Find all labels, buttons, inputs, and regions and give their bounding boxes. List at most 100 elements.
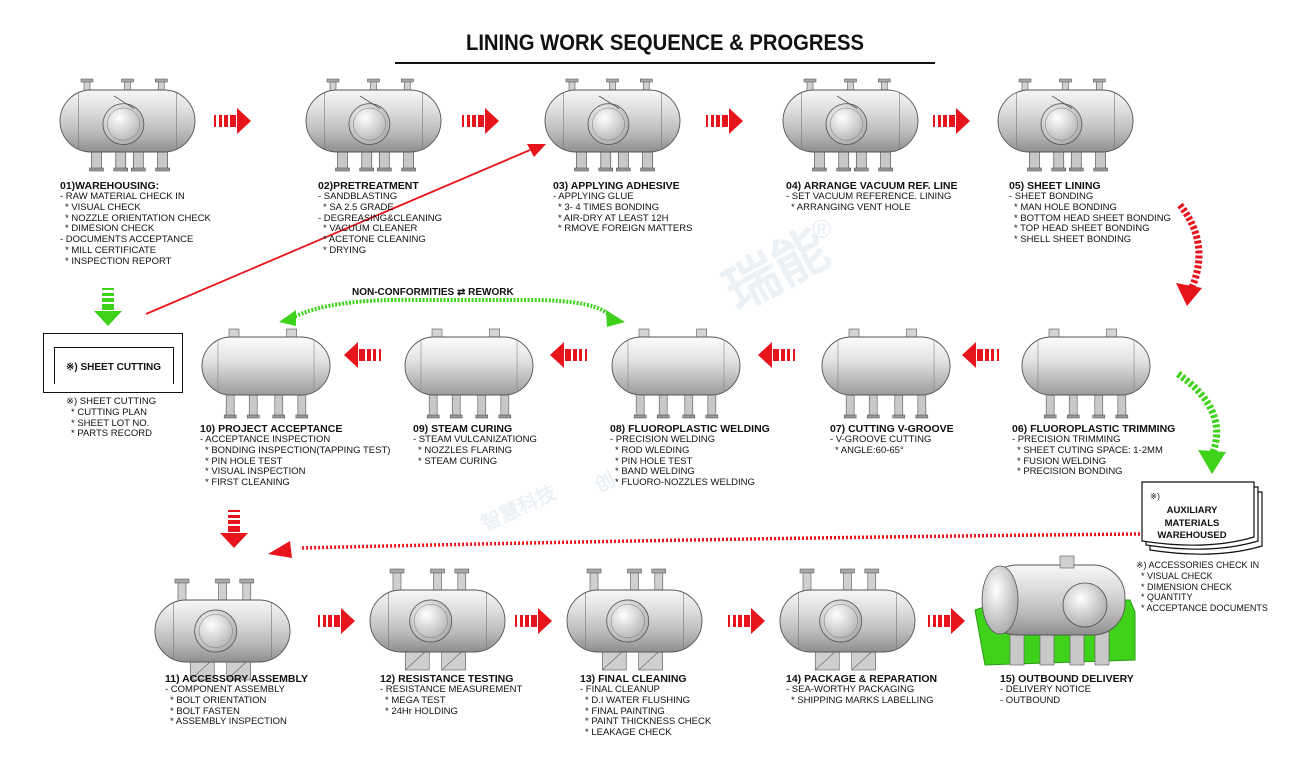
- step-08-line-4: * BAND WELDING: [615, 466, 695, 478]
- step-12-text: 12) RESISTANCE TESTING- RESISTANCE MEASU…: [380, 673, 522, 717]
- step-06-line-4: * PRECISION BONDING: [1017, 466, 1123, 478]
- step-09-line-3: * STEAM CURING: [418, 455, 498, 467]
- arrow-10-to-11: [220, 510, 248, 548]
- auxiliary-sheets: [1141, 481, 1263, 555]
- step-08-line-1: - PRECISION WELDING: [610, 434, 716, 445]
- step-06-line-2: * SHEET CUTING SPACE: 1-2MM: [1017, 444, 1163, 456]
- step-09-line-2: * NOZZLES FLARING: [418, 444, 512, 456]
- step-06-line-1: - PRECISION TRIMMING: [1012, 434, 1121, 445]
- step-13-text: 13) FINAL CLEANING- FINAL CLEANUP* D.I W…: [580, 673, 711, 739]
- step-05-line-3: * BOTTOM HEAD SHEET BONDING: [1014, 212, 1171, 224]
- step-13-line-3: * FINAL PAINTING: [585, 705, 665, 717]
- sheet_cutting-line-2: * CUTTING PLAN: [71, 406, 148, 418]
- step-06-text: 06) FLUOROPLASTIC TRIMMING- PRECISION TR…: [1012, 423, 1175, 478]
- arrow-02-to-03: [462, 108, 499, 134]
- auxiliary-label-line-3: WAREHOUSED: [1157, 530, 1227, 541]
- step-05-line-2: * MAN HOLE BONDING: [1014, 201, 1117, 213]
- step-04-title: 04) ARRANGE VACUUM REF. LINE: [786, 180, 958, 192]
- auxiliary-label-line-1: AUXILIARY: [1166, 505, 1218, 516]
- step-07-text: 07) CUTTING V-GROOVE- V-GROOVE CUTTING* …: [830, 423, 954, 457]
- page-title: LINING WORK SEQUENCE & PROGRESS: [465, 30, 865, 55]
- step-10-line-1: - ACCEPTANCE INSPECTION: [200, 434, 331, 445]
- step-01-line-7: * INSPECTION REPORT: [65, 255, 172, 267]
- step-01-line-4: * DIMESION CHECK: [65, 223, 155, 235]
- step-05-text: 05) SHEET LINING- SHEET BONDING* MAN HOL…: [1009, 180, 1171, 246]
- sheet-cutting-label: ※) SHEET CUTTING: [66, 362, 162, 373]
- step-02-line-2: * SA 2.5 GRADE: [323, 201, 394, 213]
- step-14-line-2: * SHIPPING MARKS LABELLING: [791, 694, 934, 706]
- tank-step-09: [404, 328, 534, 419]
- step-10-title: 10) PROJECT ACCEPTANCE: [200, 423, 343, 435]
- auxiliary-mark: ※): [1150, 491, 1160, 501]
- arrow-to-sheet-cutting: [94, 288, 122, 326]
- step-04-text: 04) ARRANGE VACUUM REF. LINE- SET VACUUM…: [786, 180, 958, 214]
- tank-step-13: [566, 568, 703, 671]
- step-14-line-1: - SEA-WORTHY PACKAGING: [786, 684, 915, 695]
- arrow-07-to-08: [758, 342, 795, 368]
- step-06-title: 06) FLUOROPLASTIC TRIMMING: [1012, 423, 1176, 435]
- tank-step-07: [821, 328, 951, 419]
- step-02-line-6: * DRYING: [323, 244, 367, 256]
- tank-step-15: [974, 555, 1136, 666]
- arrow-09-to-10: [344, 342, 381, 368]
- step-11-line-4: * ASSEMBLY INSPECTION: [170, 716, 287, 728]
- title-underline: [395, 62, 935, 64]
- auxiliary-line-3: * DIMENSION CHECK: [1141, 581, 1233, 592]
- step-11-title: 11) ACCESSORY ASSEMBLY: [165, 673, 308, 685]
- step-12-line-1: - RESISTANCE MEASUREMENT: [380, 684, 523, 695]
- step-12-line-3: * 24Hr HOLDING: [385, 705, 458, 717]
- tank-step-08: [611, 328, 741, 419]
- arrow-03-to-04: [706, 108, 743, 134]
- step-01-line-6: * MILL CERTIFICATE: [65, 244, 157, 256]
- arrow-06-to-07: [962, 342, 999, 368]
- step-10-line-4: * VISUAL INSPECTION: [205, 466, 306, 478]
- sheet-cutting-box: ※) SHEET CUTTING: [43, 333, 183, 393]
- step-08-line-5: * FLUORO-NOZZLES WELDING: [615, 477, 755, 489]
- arrow-14-to-15: [928, 608, 965, 634]
- step-01-line-3: * NOZZLE ORIENTATION CHECK: [65, 212, 211, 224]
- auxiliary-label: AUXILIARY MATERIALS WAREHOUSED: [1150, 505, 1234, 543]
- tank-step-04: [782, 78, 919, 172]
- arrow-13-to-14: [728, 608, 765, 634]
- step-11-line-2: * BOLT ORIENTATION: [170, 694, 267, 706]
- step-08-title: 08) FLUOROPLASTIC WELDING: [610, 423, 770, 435]
- step-08-text: 08) FLUOROPLASTIC WELDING- PRECISION WEL…: [610, 423, 770, 489]
- arrow-05-to-06: [1176, 202, 1203, 306]
- step-10-line-3: * PIN HOLE TEST: [205, 455, 283, 467]
- step-03-line-4: * RMOVE FOREIGN MATTERS: [558, 223, 693, 235]
- tank-step-12: [369, 568, 506, 671]
- step-07-line-1: - V-GROOVE CUTTING: [830, 434, 932, 445]
- step-10-line-5: * FIRST CLEANING: [205, 477, 290, 489]
- step-02-line-1: - SANDBLASTING: [318, 191, 398, 202]
- arrow-06-to-auxiliary: [1176, 371, 1226, 474]
- auxiliary-line-2: * VISUAL CHECK: [1141, 570, 1213, 581]
- step-04-line-1: - SET VACUUM REFERENCE. LINING: [786, 191, 952, 202]
- arrow-auxiliary-to-11: [268, 532, 1141, 558]
- auxiliary-notes: ※) ACCESSORIES CHECK IN* VISUAL CHECK* D…: [1136, 560, 1268, 614]
- step-11-line-3: * BOLT FASTEN: [170, 705, 240, 717]
- step-05-line-4: * TOP HEAD SHEET BONDING: [1014, 223, 1150, 235]
- tank-step-03: [544, 78, 681, 172]
- step-09-title: 09) STEAM CURING: [413, 423, 513, 435]
- sheet_cutting-line-1: ※) SHEET CUTTING: [66, 396, 157, 407]
- step-14-title: 14) PACKAGE & REPARATION: [786, 673, 938, 685]
- step-03-line-2: * 3- 4 TIMES BONDING: [558, 201, 660, 213]
- step-03-text: 03) APPLYING ADHESIVE- APPLYING GLUE* 3-…: [553, 180, 692, 235]
- step-02-line-5: * ACETONE CLEANING: [323, 234, 426, 246]
- arrow-11-to-12: [318, 608, 355, 634]
- step-02-line-3: - DEGREASING&CLEANING: [318, 212, 443, 224]
- step-13-title: 13) FINAL CLEANING: [580, 673, 687, 685]
- sheet_cutting-line-4: * PARTS RECORD: [71, 428, 152, 440]
- step-03-title: 03) APPLYING ADHESIVE: [553, 180, 680, 192]
- step-06-line-3: * FUSION WELDING: [1017, 455, 1107, 467]
- step-15-line-1: - DELIVERY NOTICE: [1000, 684, 1091, 695]
- auxiliary-label-line-2: MATERIALS: [1164, 517, 1220, 529]
- arrow-12-to-13: [515, 608, 552, 634]
- step-01-text: 01)WAREHOUSING:- RAW MATERIAL CHECK IN* …: [60, 180, 211, 268]
- step-09-line-1: - STEAM VULCANIZATIONG: [413, 434, 537, 445]
- step-13-line-4: * PAINT THICKNESS CHECK: [585, 716, 712, 728]
- tank-step-02: [305, 78, 442, 172]
- step-08-line-3: * PIN HOLE TEST: [615, 455, 693, 467]
- step-14-text: 14) PACKAGE & REPARATION- SEA-WORTHY PAC…: [786, 673, 937, 707]
- auxiliary-line-5: * ACCEPTANCE DOCUMENTS: [1141, 603, 1268, 614]
